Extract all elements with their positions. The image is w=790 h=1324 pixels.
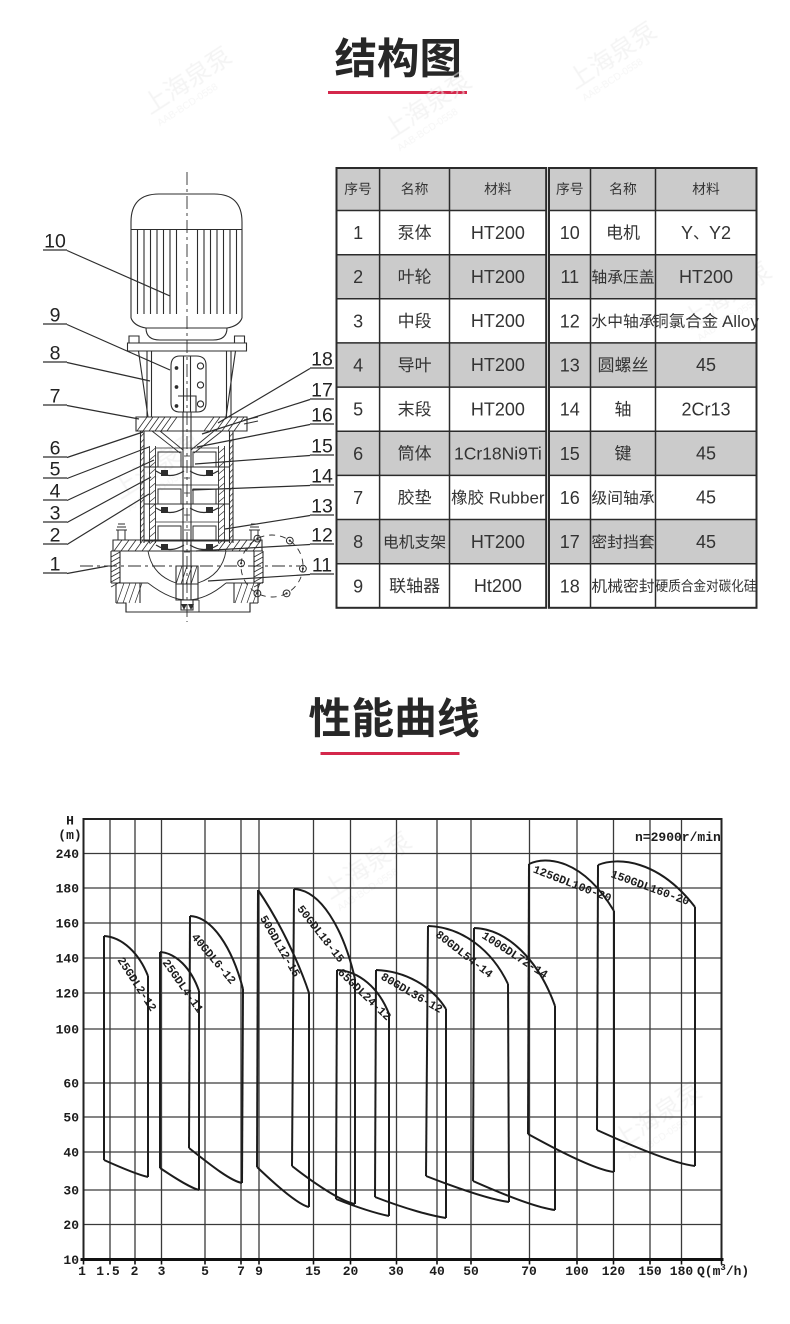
svg-text:40: 40 — [63, 1146, 79, 1161]
svg-text:(m): (m) — [58, 828, 81, 843]
svg-text:60: 60 — [63, 1077, 79, 1092]
svg-text:140: 140 — [56, 952, 80, 967]
svg-text:Alloy: Alloy — [718, 312, 759, 331]
svg-text:17: 17 — [311, 380, 333, 402]
svg-text:1: 1 — [353, 223, 363, 243]
svg-text:3: 3 — [50, 503, 61, 525]
svg-text:1: 1 — [50, 554, 61, 576]
svg-text:30: 30 — [63, 1184, 79, 1199]
svg-text:HT200: HT200 — [679, 267, 733, 287]
svg-text:40: 40 — [429, 1264, 445, 1279]
svg-text:10: 10 — [44, 231, 66, 253]
svg-text:HT200: HT200 — [471, 311, 525, 331]
svg-text:5: 5 — [50, 459, 61, 481]
svg-text:Y: Y — [681, 223, 693, 243]
svg-text:10: 10 — [63, 1253, 79, 1268]
svg-text:Q(m3/h): Q(m3/h) — [697, 1263, 749, 1279]
svg-text:2: 2 — [131, 1264, 139, 1279]
svg-text:7: 7 — [353, 488, 363, 508]
svg-text:2: 2 — [353, 267, 363, 287]
svg-text:13: 13 — [560, 356, 580, 376]
svg-text:15: 15 — [560, 444, 580, 464]
svg-text:7: 7 — [237, 1264, 245, 1279]
svg-text:11: 11 — [312, 555, 332, 577]
svg-text:70: 70 — [521, 1264, 537, 1279]
svg-text:Ht200: Ht200 — [474, 576, 522, 596]
svg-text:1.5: 1.5 — [96, 1264, 120, 1279]
svg-text:6: 6 — [50, 438, 61, 460]
svg-text:8: 8 — [50, 343, 61, 365]
svg-text:16: 16 — [311, 405, 333, 427]
svg-text:20: 20 — [343, 1264, 359, 1279]
svg-text:45: 45 — [696, 444, 716, 464]
svg-text:1Cr18Ni9Ti: 1Cr18Ni9Ti — [454, 444, 542, 464]
svg-text:180: 180 — [670, 1264, 694, 1279]
svg-text:10: 10 — [560, 223, 580, 243]
svg-text:18: 18 — [560, 576, 580, 596]
svg-text:5: 5 — [201, 1264, 209, 1279]
svg-text:50: 50 — [63, 1111, 79, 1126]
svg-text:5: 5 — [353, 400, 363, 420]
svg-text:1: 1 — [78, 1264, 86, 1279]
svg-text:16: 16 — [560, 488, 580, 508]
svg-text:2: 2 — [50, 525, 61, 547]
svg-text:4: 4 — [353, 356, 363, 376]
svg-text:240: 240 — [56, 847, 80, 862]
svg-text:HT200: HT200 — [471, 267, 525, 287]
svg-text:15: 15 — [305, 1264, 321, 1279]
svg-text:180: 180 — [56, 882, 80, 897]
svg-text:n=2900r/min: n=2900r/min — [635, 830, 721, 845]
svg-text:HT200: HT200 — [471, 223, 525, 243]
svg-text:100: 100 — [565, 1264, 589, 1279]
svg-text:Y2: Y2 — [709, 223, 731, 243]
svg-text:11: 11 — [560, 267, 579, 287]
svg-text:45: 45 — [696, 355, 716, 375]
svg-text:20: 20 — [63, 1218, 79, 1233]
svg-text:H: H — [66, 814, 74, 829]
svg-text:14: 14 — [311, 466, 333, 488]
svg-text:HT200: HT200 — [471, 399, 525, 419]
svg-text:2Cr13: 2Cr13 — [681, 399, 730, 419]
svg-text:3: 3 — [353, 311, 363, 331]
svg-text:100: 100 — [56, 1023, 80, 1038]
svg-text:14: 14 — [560, 400, 580, 420]
svg-text:9: 9 — [50, 305, 61, 327]
svg-text:9: 9 — [353, 576, 363, 596]
svg-text:8: 8 — [353, 532, 363, 552]
svg-text:Rubber: Rubber — [484, 489, 545, 508]
svg-text:4: 4 — [50, 481, 61, 503]
svg-text:13: 13 — [311, 496, 333, 518]
svg-text:9: 9 — [255, 1264, 263, 1279]
svg-text:HT200: HT200 — [471, 355, 525, 375]
svg-text:30: 30 — [388, 1264, 404, 1279]
svg-text:6: 6 — [353, 444, 363, 464]
svg-text:12: 12 — [560, 311, 580, 331]
svg-text:15: 15 — [311, 436, 333, 458]
svg-text:12: 12 — [311, 525, 333, 547]
svg-text:17: 17 — [560, 532, 580, 552]
svg-text:160: 160 — [56, 917, 80, 932]
svg-text:150: 150 — [638, 1264, 662, 1279]
svg-text:45: 45 — [696, 488, 716, 508]
svg-text:7: 7 — [50, 386, 61, 408]
svg-text:HT200: HT200 — [471, 532, 525, 552]
svg-text:120: 120 — [56, 987, 80, 1002]
svg-text:45: 45 — [696, 532, 716, 552]
svg-text:50: 50 — [463, 1264, 479, 1279]
svg-text:3: 3 — [158, 1264, 166, 1279]
svg-text:120: 120 — [602, 1264, 626, 1279]
svg-text:18: 18 — [311, 349, 333, 371]
